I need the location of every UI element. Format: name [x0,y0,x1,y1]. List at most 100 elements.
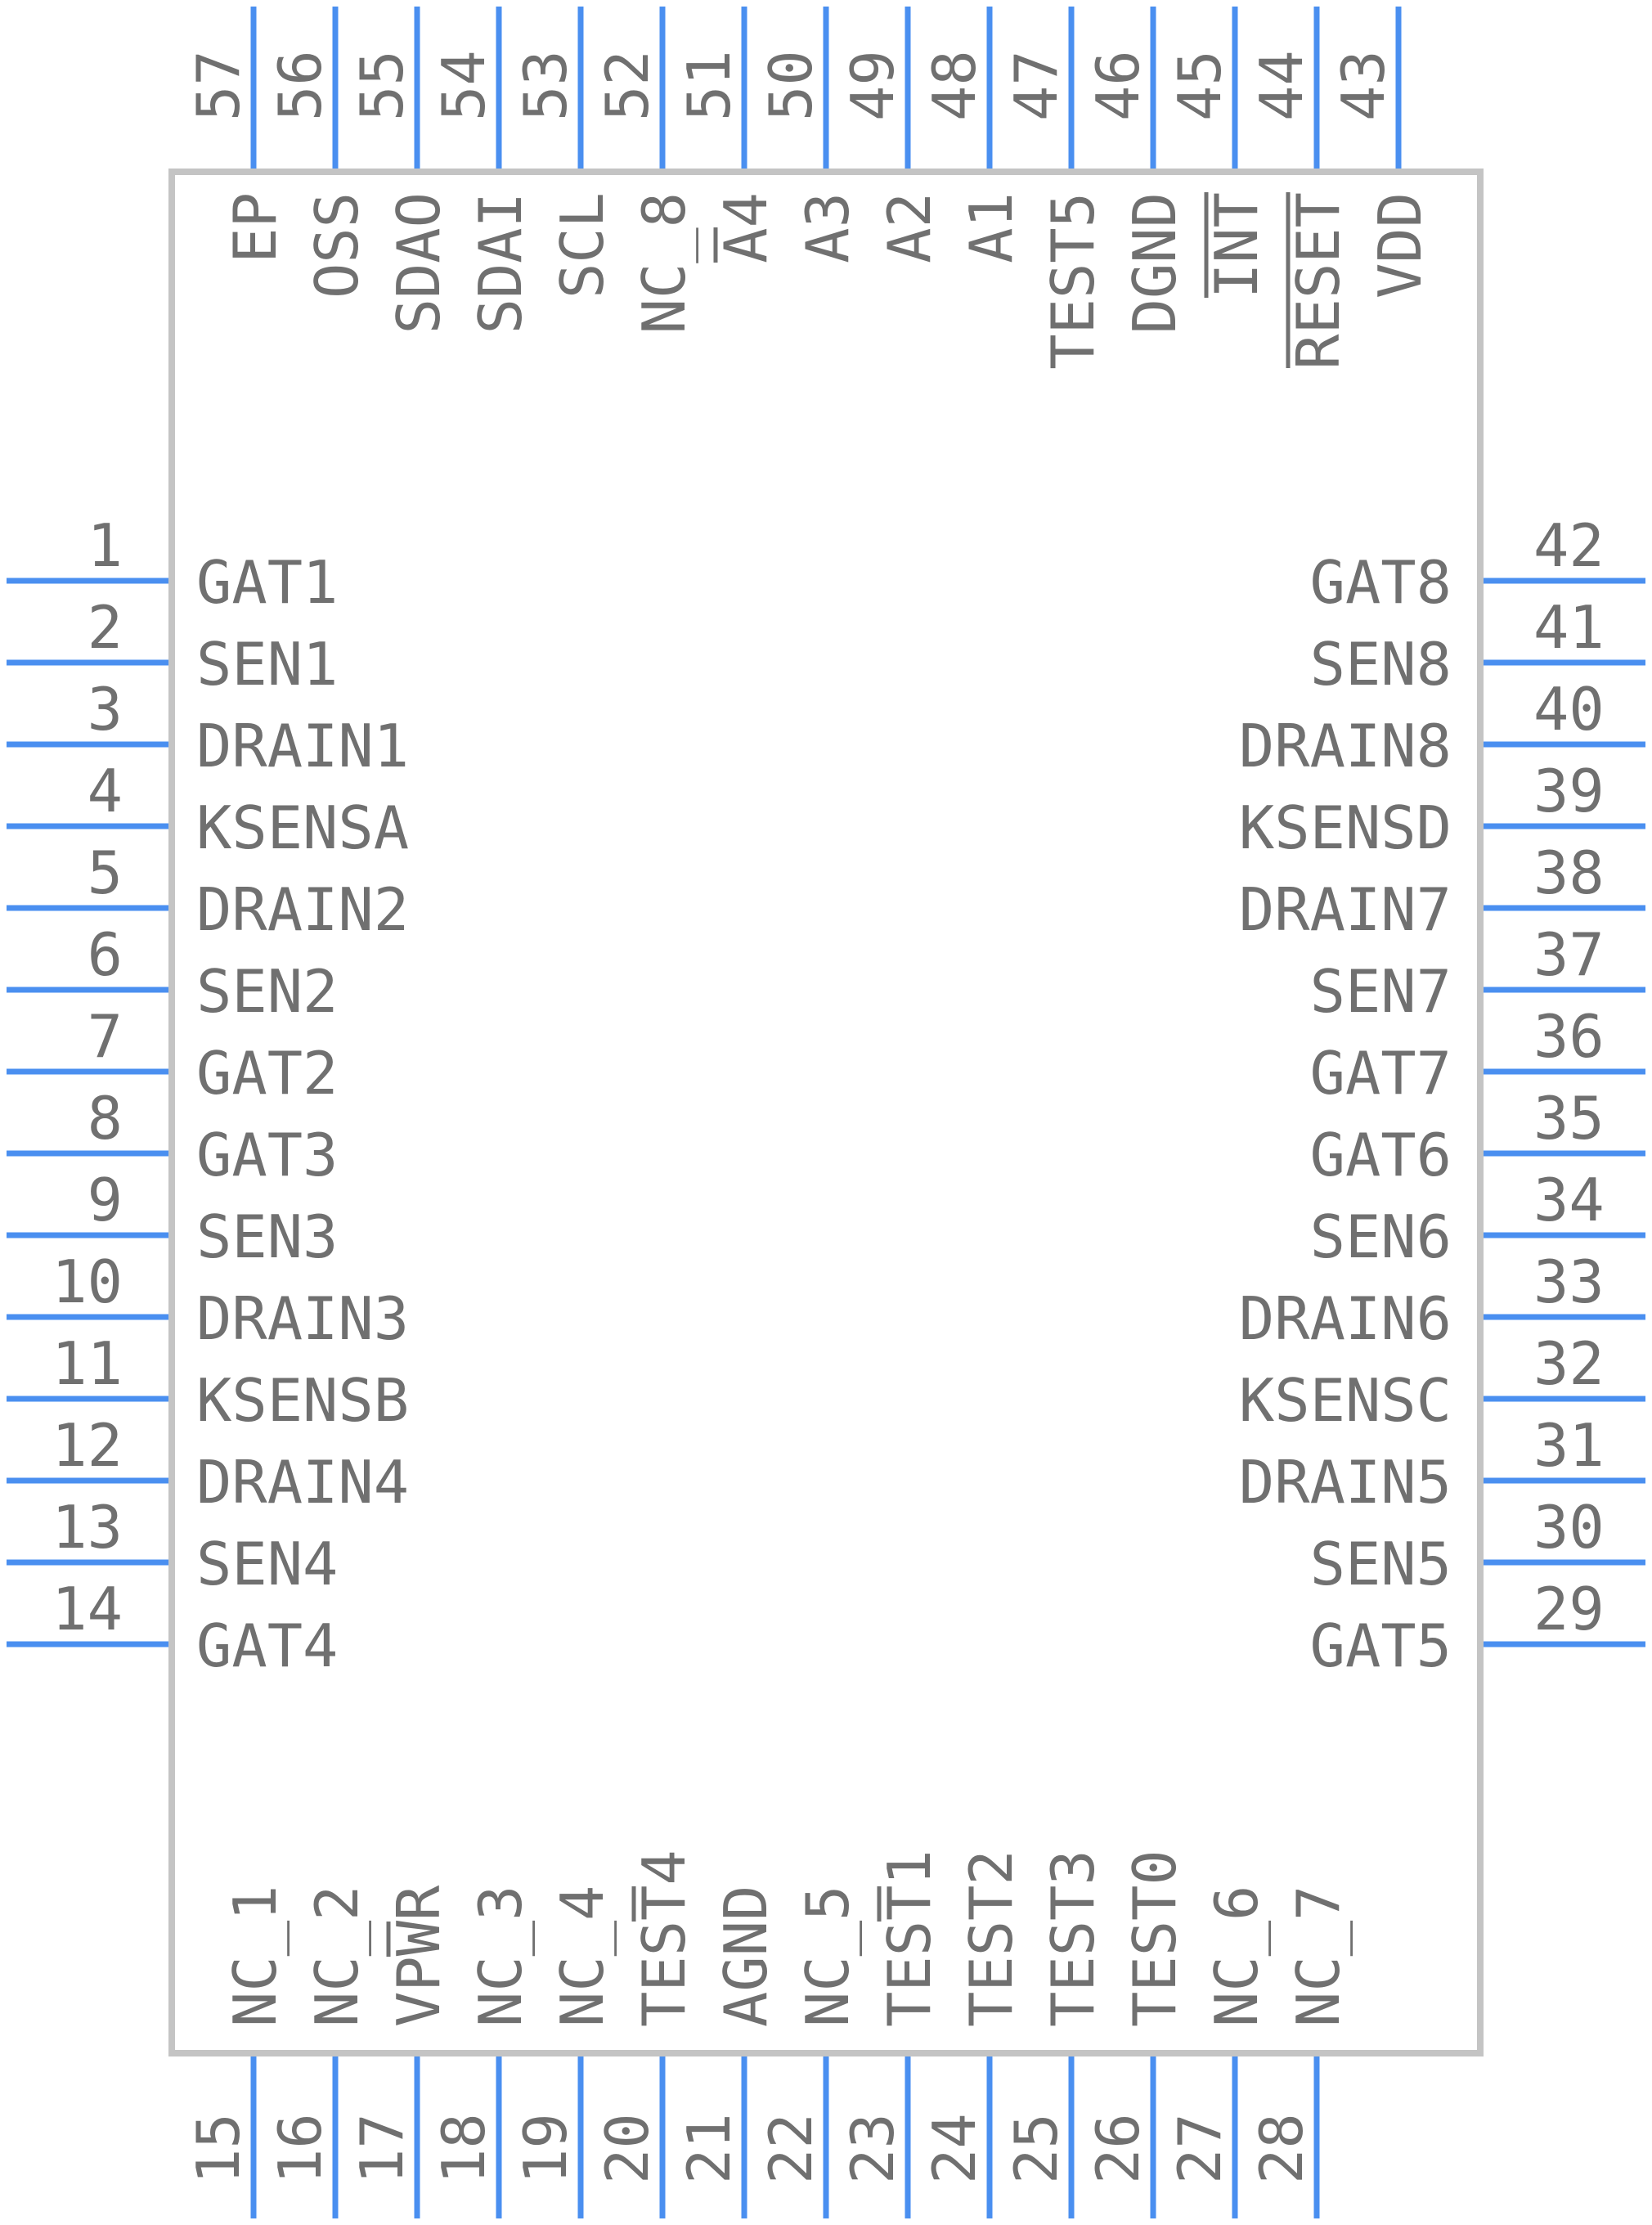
pin-number-53: 53 [511,50,580,121]
pin-number-25: 25 [1002,2113,1071,2184]
pin-name-18: NC_3 [466,1886,535,2027]
pin-name-6: SEN2 [196,957,338,1026]
pin-number-9: 9 [88,1166,123,1234]
pin-name-4: KSENSA [196,793,409,862]
pin-name-11: KSENSB [196,1366,409,1435]
pin-name-9: SEN3 [196,1202,338,1271]
pin-number-12: 12 [52,1411,123,1480]
pin-name-33: DRAIN6 [1239,1284,1452,1353]
pin-name-47: TEST5 [1039,192,1107,370]
pin-name-37: SEN7 [1310,957,1452,1026]
pin-name-29: GAT5 [1310,1611,1452,1680]
pin-number-16: 16 [266,2113,334,2184]
pin-number-45: 45 [1165,50,1234,121]
pin-number-42: 42 [1533,511,1605,580]
pin-name-2: SEN1 [196,630,338,699]
pin-number-1: 1 [88,511,123,580]
pin-number-39: 39 [1533,757,1605,825]
pin-number-47: 47 [1002,50,1071,121]
pin-number-36: 36 [1533,1002,1605,1071]
pin-name-16: NC_2 [303,1886,371,2027]
pin-number-14: 14 [52,1575,123,1643]
pin-number-21: 21 [675,2113,743,2184]
pin-number-56: 56 [266,50,334,121]
pin-number-57: 57 [184,50,253,121]
pin-name-17: VPWR [384,1885,453,2027]
pin-number-28: 28 [1247,2113,1316,2184]
pin-name-27: NC_6 [1202,1886,1271,2027]
pin-number-5: 5 [88,838,123,907]
pin-number-54: 54 [429,50,498,121]
pin-number-7: 7 [88,1002,123,1071]
pin-name-51: A4 [712,192,780,263]
pin-number-2: 2 [88,593,123,662]
pin-number-19: 19 [511,2113,580,2184]
pin-name-52: NC_8 [630,192,698,334]
pin-name-44: RESET [1284,192,1353,370]
pin-number-26: 26 [1084,2113,1152,2184]
pin-number-24: 24 [920,2113,989,2184]
pin-number-50: 50 [756,50,825,121]
pin-name-35: GAT6 [1310,1121,1452,1189]
pin-name-54: SDAI [466,192,535,334]
pin-name-49: A2 [875,192,944,263]
pin-number-49: 49 [838,50,907,121]
pin-number-32: 32 [1533,1329,1605,1398]
pin-name-43: VDD [1366,192,1434,299]
pin-number-23: 23 [838,2113,907,2184]
pin-name-13: SEN4 [196,1530,338,1598]
pin-name-1: GAT1 [196,548,338,617]
pin-name-40: DRAIN8 [1239,712,1452,780]
pin-name-10: DRAIN3 [196,1284,409,1353]
pin-name-32: KSENSC [1239,1366,1452,1435]
pin-name-56: OSS [303,192,371,299]
pin-number-27: 27 [1165,2113,1234,2184]
pin-name-50: A3 [793,192,862,263]
pin-name-5: DRAIN2 [196,875,409,944]
pin-name-8: GAT3 [196,1121,338,1189]
pin-number-6: 6 [88,920,123,989]
pin-number-8: 8 [88,1084,123,1153]
pin-name-28: NC_7 [1284,1886,1353,2027]
pin-name-57: EP [221,192,290,263]
pin-name-39: KSENSD [1239,793,1452,862]
pin-name-53: SCL [548,192,617,299]
pin-number-46: 46 [1084,50,1152,121]
pin-number-22: 22 [756,2113,825,2184]
pin-number-10: 10 [52,1247,123,1316]
pin-number-33: 33 [1533,1247,1605,1316]
pin-number-13: 13 [52,1493,123,1562]
pin-name-23: TEST1 [875,1850,944,2027]
pin-number-40: 40 [1533,675,1605,744]
pin-number-34: 34 [1533,1166,1605,1234]
pin-number-44: 44 [1247,50,1316,121]
pin-name-48: A1 [957,192,1026,263]
pin-number-4: 4 [88,757,123,825]
pin-name-7: GAT2 [196,1039,338,1108]
pin-number-35: 35 [1533,1084,1605,1153]
pin-name-42: GAT8 [1310,548,1452,617]
pin-number-51: 51 [675,50,743,121]
pin-name-22: NC_5 [793,1886,862,2027]
pin-number-15: 15 [184,2113,253,2184]
pin-number-30: 30 [1533,1493,1605,1562]
pin-number-29: 29 [1533,1575,1605,1643]
component-body [168,169,1484,2056]
pin-name-46: DGND [1120,192,1189,334]
pin-name-24: TEST2 [957,1850,1026,2027]
pin-number-38: 38 [1533,838,1605,907]
pin-number-48: 48 [920,50,989,121]
pin-number-55: 55 [348,50,416,121]
pin-number-17: 17 [348,2113,416,2184]
pin-name-30: SEN5 [1310,1530,1452,1598]
pin-number-11: 11 [52,1329,123,1398]
pin-label-group: GAT1SEN1DRAIN1KSENSADRAIN2SEN2GAT2GAT3SE… [196,192,1452,2027]
pin-name-31: DRAIN5 [1239,1448,1452,1517]
pin-name-15: NC_1 [221,1886,290,2027]
pin-name-14: GAT4 [196,1611,338,1680]
